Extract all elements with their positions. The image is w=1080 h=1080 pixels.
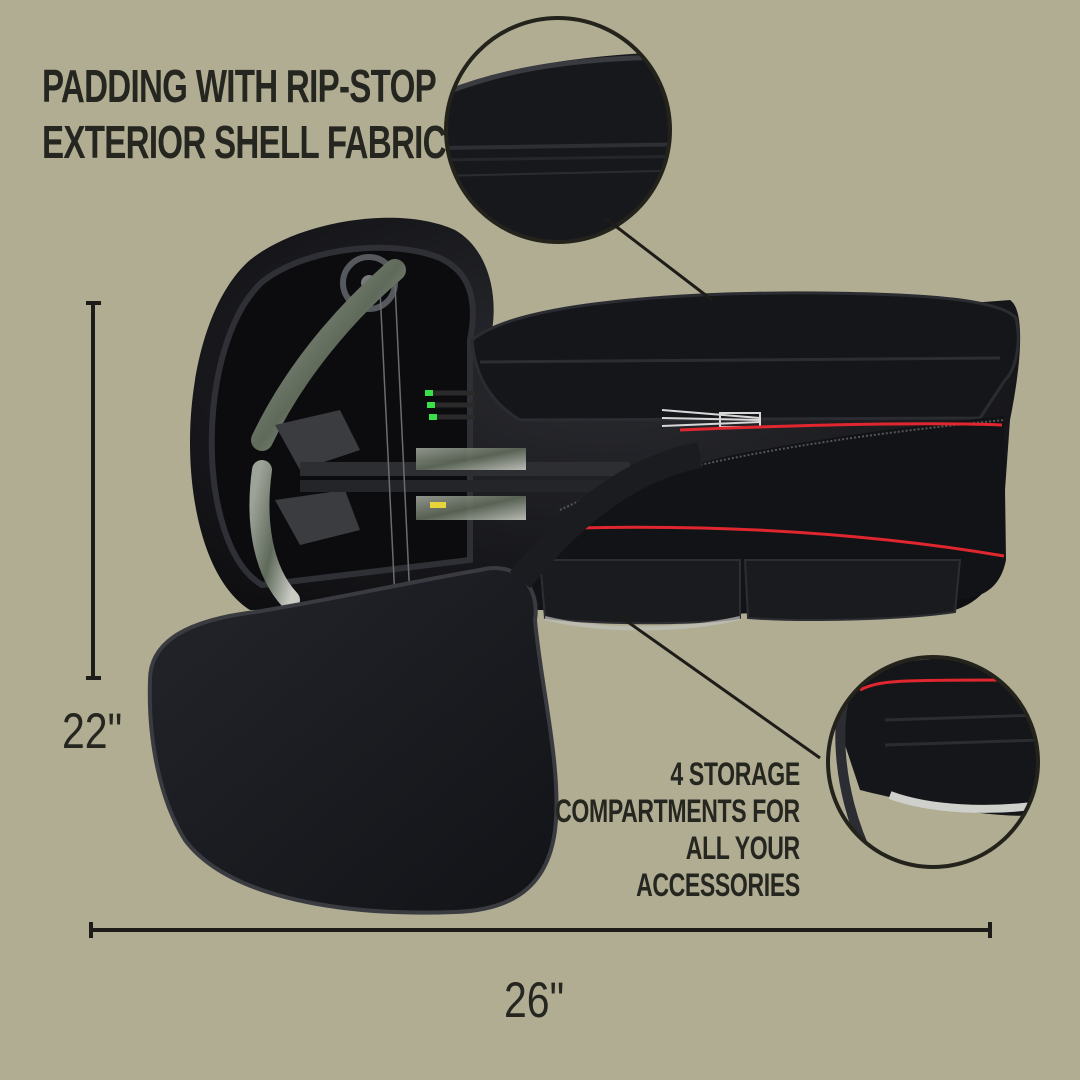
- height-dimension-label: 22": [62, 703, 123, 759]
- arrows-icon: [425, 390, 475, 420]
- padding-detail-circle: [444, 16, 713, 302]
- width-dimension-label: 26": [504, 972, 565, 1028]
- crossbow-illustration: [249, 254, 761, 610]
- headline-line-1: PADDING WITH RIP-STOP: [42, 60, 437, 112]
- compartments-detail-circle: [617, 613, 1040, 869]
- headline-line-2: EXTERIOR SHELL FABRIC: [42, 116, 447, 168]
- headline: PADDING WITH RIP-STOP EXTERIOR SHELL FAB…: [42, 58, 447, 170]
- callout-line-1: 4 STORAGE: [670, 756, 801, 792]
- width-dimension-line: [89, 922, 992, 938]
- callout-line-3: ALL YOUR: [685, 830, 800, 866]
- compartments-callout-text: 4 STORAGE COMPARTMENTS FOR ALL YOUR ACCE…: [555, 756, 800, 904]
- callout-line-4: ACCESSORIES: [636, 867, 800, 903]
- callout-line-2: COMPARTMENTS FOR: [555, 793, 800, 829]
- case-flap: [147, 566, 559, 915]
- height-dimension-line: [86, 301, 101, 680]
- case-body: [147, 217, 1021, 915]
